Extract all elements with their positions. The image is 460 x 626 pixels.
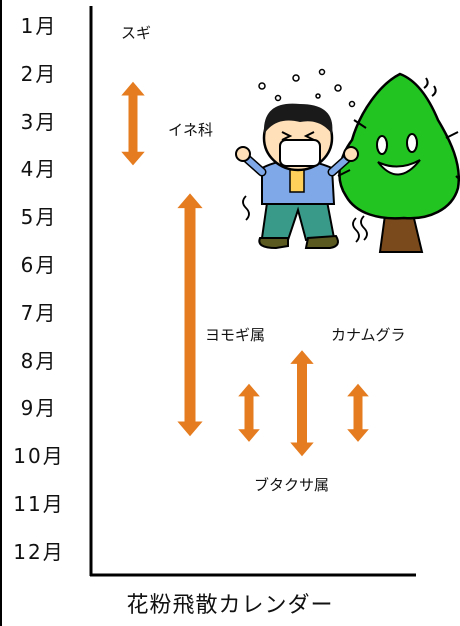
range-arrow-3 bbox=[238, 383, 260, 442]
month-label: 12月 bbox=[13, 539, 65, 564]
chart-title: 花粉飛散カレンダー bbox=[126, 593, 334, 618]
left-border-line bbox=[0, 0, 2, 626]
month-label: 9月 bbox=[20, 396, 58, 421]
month-label: 5月 bbox=[20, 205, 58, 230]
range-arrow-5 bbox=[347, 383, 369, 442]
month-label: 6月 bbox=[20, 253, 58, 277]
sneezing-boy-icon bbox=[235, 68, 368, 250]
month-label: 4月 bbox=[20, 157, 58, 182]
month-label: 1月 bbox=[20, 14, 58, 38]
month-label: 2月 bbox=[20, 61, 58, 86]
smiling-cedar-tree-icon bbox=[337, 72, 460, 253]
month-label: 3月 bbox=[20, 109, 58, 134]
range-arrow-1 bbox=[121, 81, 145, 166]
series-label: イネ科 bbox=[168, 121, 214, 139]
series-label: ヨモギ属 bbox=[205, 326, 266, 344]
series-label: スギ bbox=[121, 24, 152, 42]
month-label: 8月 bbox=[20, 348, 58, 373]
series-label: カナムグラ bbox=[331, 326, 406, 344]
range-arrows bbox=[121, 81, 369, 457]
month-label: 7月 bbox=[20, 300, 58, 325]
series-label: ブタクサ属 bbox=[254, 476, 330, 494]
range-arrow-2 bbox=[177, 193, 203, 437]
month-label: 11月 bbox=[13, 492, 65, 516]
month-label: 10月 bbox=[13, 444, 65, 469]
range-arrow-4 bbox=[290, 350, 314, 457]
